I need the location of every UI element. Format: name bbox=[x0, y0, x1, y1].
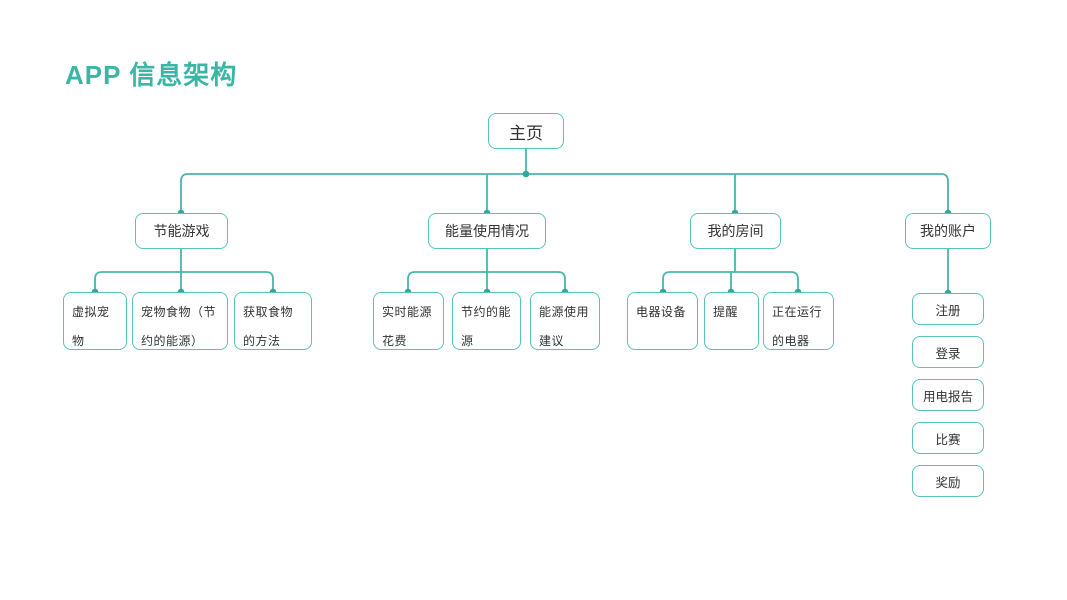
page-title: APP 信息架构 bbox=[65, 60, 238, 90]
node-reminders: 提醒 bbox=[704, 292, 759, 350]
node-my-account: 我的账户 bbox=[905, 213, 991, 249]
node-reward: 奖励 bbox=[912, 465, 984, 497]
node-home: 主页 bbox=[488, 113, 564, 149]
node-virtual-pet: 虚拟宠物 bbox=[63, 292, 127, 350]
node-register: 注册 bbox=[912, 293, 984, 325]
node-competition: 比赛 bbox=[912, 422, 984, 454]
node-energy-usage: 能量使用情况 bbox=[428, 213, 546, 249]
node-login: 登录 bbox=[912, 336, 984, 368]
node-energy-advice: 能源使用建议 bbox=[530, 292, 600, 350]
node-energy-game: 节能游戏 bbox=[135, 213, 228, 249]
node-get-food-method: 获取食物的方法 bbox=[234, 292, 312, 350]
node-my-room: 我的房间 bbox=[690, 213, 781, 249]
node-realtime-energy-cost: 实时能源花费 bbox=[373, 292, 444, 350]
node-running-appliances: 正在运行的电器 bbox=[763, 292, 834, 350]
node-saved-energy: 节约的能源 bbox=[452, 292, 521, 350]
node-appliances: 电器设备 bbox=[627, 292, 698, 350]
node-pet-food: 宠物食物（节约的能源） bbox=[132, 292, 228, 350]
node-power-report: 用电报告 bbox=[912, 379, 984, 411]
